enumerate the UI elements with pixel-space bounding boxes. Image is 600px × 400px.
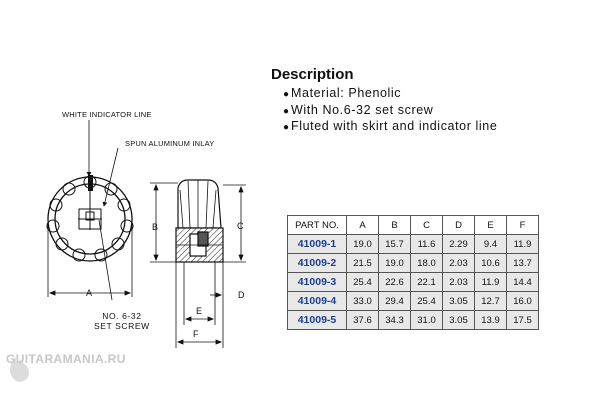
dimension-e <box>183 262 216 325</box>
cell-d: 2.03 <box>442 253 475 273</box>
cell-d: 2.29 <box>442 234 475 254</box>
cell-d: 2.03 <box>442 272 475 292</box>
description-item-text: Material: Phenolic <box>291 86 402 100</box>
header-c: C <box>410 215 443 235</box>
dim-e-label: E <box>196 306 203 316</box>
leader-lines <box>86 120 119 301</box>
cell-d: 3.05 <box>442 291 475 311</box>
dim-c-label: C <box>237 221 244 231</box>
header-a: A <box>346 215 379 235</box>
spun-aluminum-inlay-label: SPUN ALUMINUM INLAY <box>125 139 215 148</box>
header-f: F <box>506 215 539 235</box>
part-number: 41009-3 <box>287 272 347 292</box>
cell-f: 16.0 <box>506 291 539 311</box>
dimension-a <box>47 222 133 297</box>
table-row: 41009-4 33.0 29.4 25.4 3.05 12.7 16.0 <box>287 291 539 311</box>
description-item: ●With No.6-32 set screw <box>283 103 497 120</box>
dimension-d <box>210 262 224 302</box>
cell-b: 22.6 <box>378 272 411 292</box>
cell-c: 31.0 <box>410 310 443 330</box>
description-item-text: Fluted with skirt and indicator line <box>291 119 498 133</box>
part-number: 41009-1 <box>287 234 347 254</box>
cell-c: 11.6 <box>410 234 443 254</box>
flame-logo-icon <box>9 357 30 382</box>
bullet-icon: ● <box>283 122 290 133</box>
header-part-no: PART NO. <box>287 215 347 235</box>
header-b: B <box>378 215 411 235</box>
cell-f: 17.5 <box>506 310 539 330</box>
cell-a: 33.0 <box>346 291 379 311</box>
cell-c: 25.4 <box>410 291 443 311</box>
white-indicator-line-label: WHITE INDICATOR LINE <box>62 110 152 119</box>
cell-e: 10.6 <box>474 253 507 273</box>
table-row: 41009-5 37.6 34.3 31.0 3.05 13.9 17.5 <box>287 310 539 330</box>
header-e: E <box>474 215 507 235</box>
part-number: 41009-4 <box>287 291 347 311</box>
description-item: ●Material: Phenolic <box>283 86 497 103</box>
table-row: 41009-3 25.4 22.6 22.1 2.03 11.9 14.4 <box>287 272 539 292</box>
header-d: D <box>442 215 475 235</box>
cell-b: 15.7 <box>378 234 411 254</box>
cell-a: 25.4 <box>346 272 379 292</box>
cell-e: 13.9 <box>474 310 507 330</box>
description-title: Description <box>271 66 354 83</box>
cell-a: 21.5 <box>346 253 379 273</box>
cell-c: 22.1 <box>410 272 443 292</box>
part-number: 41009-5 <box>287 310 347 330</box>
bullet-icon: ● <box>283 89 290 100</box>
dim-d-label: D <box>238 290 245 300</box>
dimension-b <box>150 182 178 263</box>
cell-e: 12.7 <box>474 291 507 311</box>
cell-e: 11.9 <box>474 272 507 292</box>
table-header-row: PART NO. A B C D E F <box>287 215 539 235</box>
description-item-text: With No.6-32 set screw <box>291 102 434 117</box>
set-screw-label: NO. 6-32 SET SCREW <box>94 311 150 331</box>
cell-d: 3.05 <box>442 310 475 330</box>
dim-f-label: F <box>193 329 199 339</box>
dim-a-label: A <box>86 288 93 298</box>
cell-f: 13.7 <box>506 253 539 273</box>
watermark-text: GUITARAMANIA.RU <box>6 352 126 366</box>
bullet-icon: ● <box>283 105 290 117</box>
cell-b: 29.4 <box>378 291 411 311</box>
cell-c: 18.0 <box>410 253 443 273</box>
part-number: 41009-2 <box>287 253 347 273</box>
cell-a: 37.6 <box>346 310 379 330</box>
cell-e: 9.4 <box>474 234 507 254</box>
dimension-f <box>175 262 224 348</box>
cell-f: 11.9 <box>506 234 539 254</box>
indicator-line-mark <box>88 175 93 191</box>
set-screw-label-line2: SET SCREW <box>94 321 150 331</box>
dimension-c <box>223 184 246 263</box>
table-row: 41009-2 21.5 19.0 18.0 2.03 10.6 13.7 <box>287 253 539 273</box>
description-list: ●Material: Phenolic ●With No.6-32 set sc… <box>283 86 497 136</box>
set-screw-label-line1: NO. 6-32 <box>102 311 142 321</box>
dimension-table: PART NO. A B C D E F 41009-1 19.0 15.7 1… <box>287 215 539 330</box>
cell-f: 14.4 <box>506 272 539 292</box>
cell-a: 19.0 <box>346 234 379 254</box>
cell-b: 19.0 <box>378 253 411 273</box>
description-item: ●Fluted with skirt and indicator line <box>283 119 497 136</box>
table-row: 41009-1 19.0 15.7 11.6 2.29 9.4 11.9 <box>287 234 539 254</box>
knob-side-view <box>175 179 224 263</box>
dim-b-label: B <box>152 222 159 232</box>
cell-b: 34.3 <box>378 310 411 330</box>
